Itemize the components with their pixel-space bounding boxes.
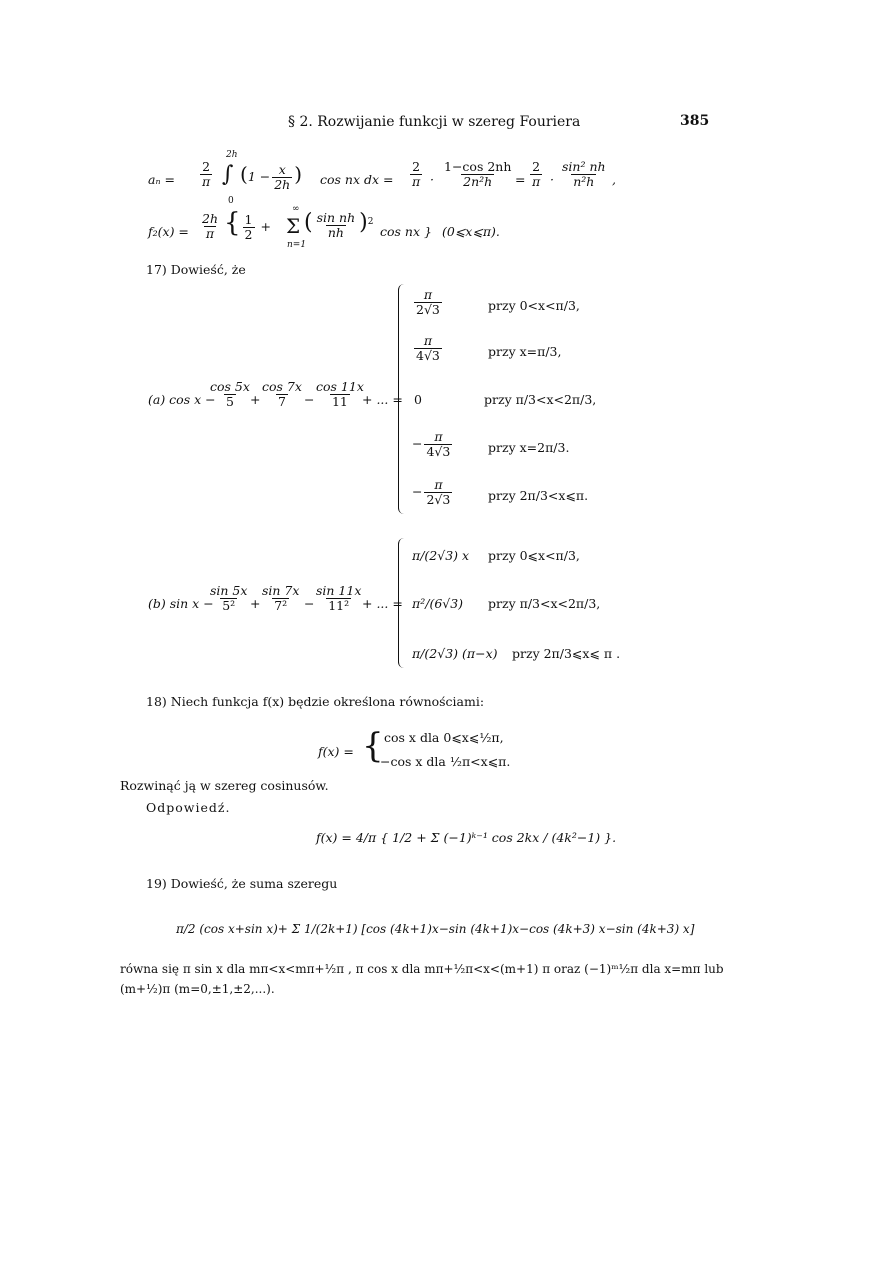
eq-f2-sum-lower: n=1 (287, 240, 307, 250)
problem-18-expand: Rozwinąć ją w szereg cosinusów. (120, 778, 329, 793)
problem-18-answer-label: Odpowiedź. (146, 800, 231, 815)
problem-18-fx: f(x) = (318, 744, 354, 759)
problem-19-series: π/2 (cos x+sin x)+ Σ 1/(2k+1) [cos (4k+1… (176, 922, 695, 936)
eq-a-case5-cond: przy 2π/3<x⩽π. (488, 488, 589, 503)
eq-b-case3-value: π/(2√3) (π−x) (412, 646, 498, 661)
eq-f2-sum-upper: ∞ (292, 204, 300, 214)
eq-b-case3-cond: przy 2π/3⩽x⩽ π . (512, 646, 621, 661)
problem-19-title: 19) Dowieść, że suma szeregu (146, 876, 338, 891)
eq-b-big-brace (398, 538, 407, 668)
eq-b-case2-value: π²/(6√3) (412, 596, 464, 611)
dot: · (550, 172, 554, 187)
eq-a-ellipsis: + ... = (362, 392, 403, 407)
problem-17-title: 17) Dowieść, że (146, 262, 246, 277)
problem-18-title: 18) Niech funkcja f(x) będzie określona … (146, 694, 485, 709)
eq-a-case3-cond: przy π/3<x<2π/3, (484, 392, 597, 407)
eq-a-case2-cond: przy x=π/3, (488, 344, 562, 359)
eq-b-label: (b) sin x − (148, 596, 214, 611)
eq-f2-lhs: f₂(x) = (148, 224, 189, 239)
eq-a-case4-cond: przy x=2π/3. (488, 440, 570, 455)
eq-an-lhs: aₙ = (148, 172, 175, 187)
eq-b-case2-cond: przy π/3<x<2π/3, (488, 596, 601, 611)
eq-a-label: (a) cos x − (148, 392, 216, 407)
eq-a-case3-value: 0 (414, 392, 422, 407)
problem-18-answer: f(x) = 4/π { 1/2 + Σ (−1)ᵏ⁻¹ cos 2kx / (… (316, 830, 617, 845)
sum-sign: Σ (286, 214, 301, 238)
eq-b-case1-value: π/(2√3) x (412, 548, 470, 563)
eq-f2-tail: cos nx } (380, 224, 432, 239)
eq-b-ellipsis: + ... = (362, 596, 403, 611)
eq-an-int-upper: 2h (226, 150, 238, 160)
eq-an-rhs1: cos nx dx = (320, 172, 394, 187)
eq-a-big-brace (398, 284, 407, 514)
problem-18-case2: −cos x dla ½π<x⩽π. (380, 754, 511, 769)
dot: · (430, 172, 434, 187)
integral-sign: ∫ (222, 162, 234, 187)
problem-19-line1: równa się π sin x dla mπ<x<mπ+½π , π cos… (120, 962, 724, 976)
problem-19-line2: (m+½)π (m=0,±1,±2,...). (120, 982, 275, 996)
eq-f2-range: (0⩽x⩽π). (442, 224, 500, 239)
eq-an-int-lower: 0 (228, 196, 234, 206)
section-header: § 2. Rozwijanie funkcji w szereg Fourier… (288, 114, 581, 130)
equals: = (515, 172, 526, 187)
eq-a-case1-cond: przy 0<x<π/3, (488, 298, 580, 313)
page-number: 385 (680, 113, 710, 129)
eq-b-case1-cond: przy 0⩽x<π/3, (488, 548, 580, 563)
problem-18-brace: { (362, 726, 384, 766)
problem-18-case1: cos x dla 0⩽x⩽½π, (384, 730, 504, 745)
